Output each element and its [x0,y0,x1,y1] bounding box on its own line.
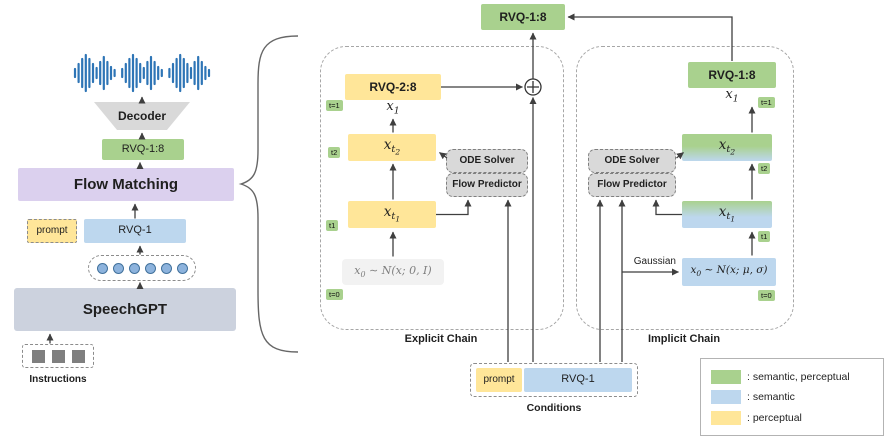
conditions-rvq1-box: RVQ-1 [524,368,632,392]
legend-item-perceptual: : perceptual [711,410,873,425]
implicit-t0-tag: t=0 [758,290,775,301]
explicit-chain-title: Explicit Chain [404,333,478,345]
rvq18-left-box: RVQ-1:8 [102,139,184,160]
explicit-chain-panel [320,46,564,330]
explicit-ode-solver-box: ODE Solver [446,149,528,173]
token-dot [128,262,140,274]
explicit-x1-label: x1 [386,99,400,117]
instruction-square [31,349,45,363]
speechgpt-box: SpeechGPT [14,288,236,331]
gaussian-label: Gaussian [633,256,676,267]
legend-swatch-green [711,369,741,384]
implicit-x1-label: x1 [725,87,739,105]
explicit-xt1-box: xt1 [348,201,436,228]
decoder-label: Decoder [117,108,167,123]
rvq1-left-box: RVQ-1 [84,219,186,243]
conditions-title: Conditions [526,402,582,414]
brace [238,35,299,353]
output-rvq18-label: RVQ-1:8 [499,9,547,24]
rvq28-box: RVQ-2:8 [345,74,441,100]
prompt-left-label: prompt [36,224,68,236]
token-dot [112,262,124,274]
prompt-left-box: prompt [27,219,77,243]
explicit-t0-tag: t=0 [326,289,343,300]
legend-swatch-yellow [711,410,741,425]
implicit-ode-solver-box: ODE Solver [588,149,676,173]
implicit-rvq18-box: RVQ-1:8 [688,62,776,88]
implicit-t2-tag: t2 [758,163,771,174]
waveform-icon [73,53,211,93]
explicit-flow-predictor-box: Flow Predictor [446,173,528,197]
legend-item-semantic-perceptual: : semantic, perceptual [711,369,873,384]
explicit-x0-box: x0 ∼ N(x; 0, I) [342,259,444,285]
token-dot [144,262,156,274]
flow-matching-label: Flow Matching [73,175,179,193]
token-dots-box [88,255,196,281]
implicit-flow-predictor-box: Flow Predictor [588,173,676,197]
implicit-x0-box: x0 ∼ N(x; μ, σ) [682,258,776,286]
rvq28-label: RVQ-2:8 [369,79,417,94]
instruction-square [51,349,65,363]
implicit-t1-top-tag: t=1 [758,97,775,108]
implicit-t1-mid-tag: t1 [758,231,771,242]
token-dot [96,262,108,274]
output-rvq18-box: RVQ-1:8 [481,4,565,30]
instructions-label: Instructions [29,374,87,385]
instruction-square [71,349,85,363]
explicit-t2-tag: t2 [328,147,341,158]
flow-matching-box: Flow Matching [18,168,234,201]
instructions-box [22,344,94,368]
conditions-prompt-box: prompt [476,368,522,392]
implicit-chain-title: Implicit Chain [647,333,721,345]
legend-swatch-blue [711,390,741,404]
explicit-t1-top-tag: t=1 [326,100,343,111]
legend-item-semantic: : semantic [711,390,873,404]
legend: : semantic, perceptual : semantic : perc… [700,358,884,436]
implicit-xt1-box: xt1 [682,201,772,228]
rvq18-left-label: RVQ-1:8 [121,142,165,155]
implicit-xt2-box: xt2 [682,134,772,161]
explicit-xt2-box: xt2 [348,134,436,161]
token-dot [160,262,172,274]
decoder-box: Decoder [94,102,190,130]
speechgpt-label: SpeechGPT [82,300,168,318]
conditions-box [470,363,638,397]
token-dot [176,262,188,274]
explicit-t1-mid-tag: t1 [326,220,339,231]
rvq1-left-label: RVQ-1 [118,224,152,237]
